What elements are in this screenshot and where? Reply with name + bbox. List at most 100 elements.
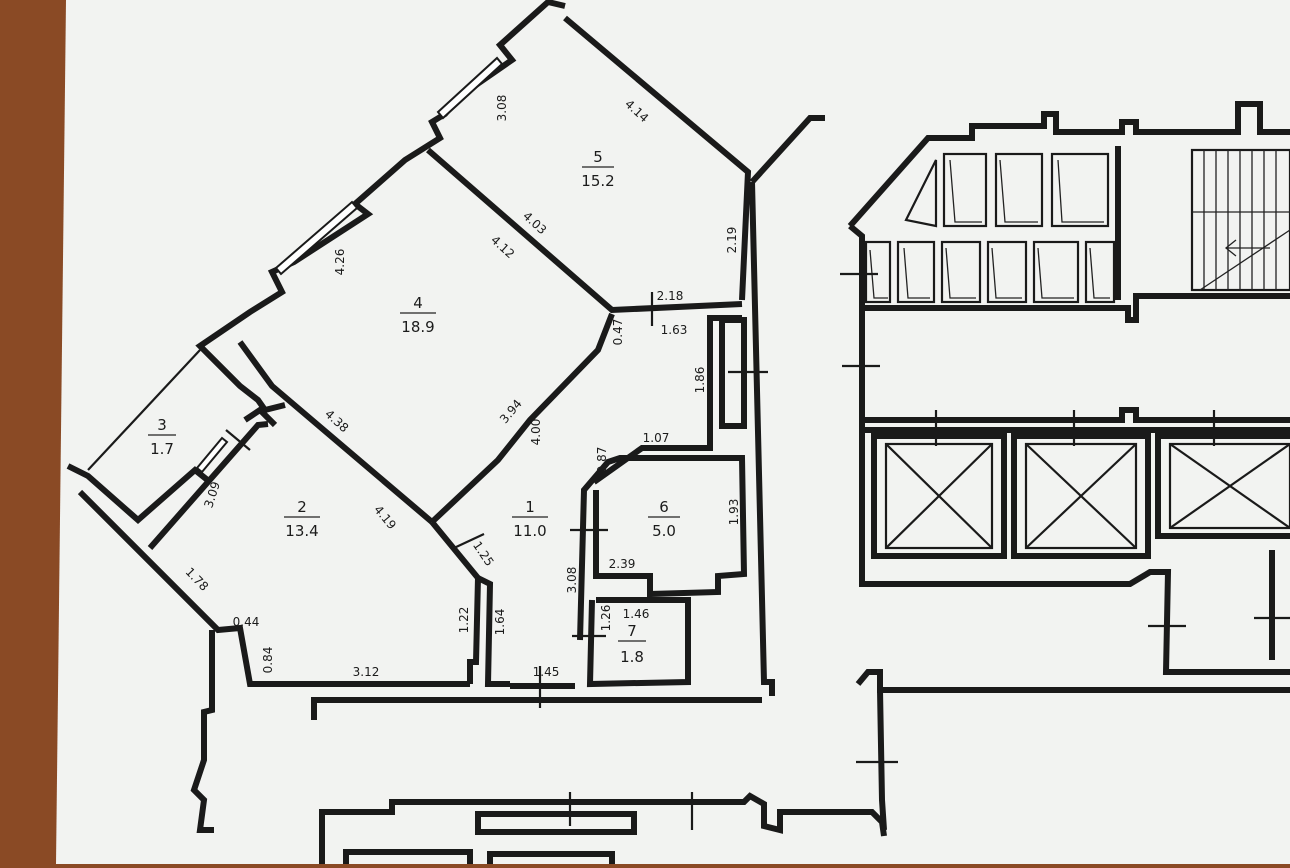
lower-block-b bbox=[343, 849, 473, 864]
room-area: 13.4 bbox=[285, 522, 318, 540]
room-number: 5 bbox=[593, 148, 603, 166]
room2-right-wall bbox=[429, 520, 482, 684]
room-area: 1.8 bbox=[620, 648, 644, 666]
dimension-label: 1.46 bbox=[623, 607, 650, 621]
dimension-label: 1.63 bbox=[661, 323, 688, 337]
door-tick bbox=[225, 429, 251, 451]
dimension-label: 1.22 bbox=[457, 607, 471, 634]
lower-corridor-top bbox=[311, 697, 762, 720]
facade-wall bbox=[195, 0, 566, 414]
window-room3 bbox=[195, 436, 229, 474]
hall-right-wall bbox=[749, 181, 775, 696]
elevator-shaft bbox=[1011, 433, 1151, 559]
wall-4-2 bbox=[237, 340, 434, 525]
door-swing bbox=[1037, 247, 1074, 299]
building-core bbox=[840, 101, 1290, 831]
room2-top-wall bbox=[147, 421, 269, 550]
storage-cell bbox=[864, 240, 892, 304]
door-tick bbox=[453, 533, 485, 549]
room3-inner-wall bbox=[243, 406, 278, 428]
elevator-shaft bbox=[871, 433, 1007, 559]
door-swing bbox=[945, 247, 976, 299]
core-lower-left bbox=[877, 689, 887, 831]
room-area: 18.9 bbox=[401, 318, 434, 336]
room-number: 7 bbox=[627, 622, 637, 640]
room-3-label: 3 1.7 bbox=[148, 416, 176, 458]
door-swing bbox=[991, 247, 1022, 299]
room-number: 3 bbox=[157, 416, 167, 434]
storage-cell bbox=[904, 159, 938, 228]
core-lower-corridor bbox=[855, 669, 1290, 693]
room-2-label: 2 13.4 bbox=[284, 498, 320, 540]
storage-cell bbox=[1084, 240, 1116, 304]
dimension-label: 0.84 bbox=[261, 647, 275, 674]
core-row2-bottom bbox=[862, 407, 1290, 423]
dimension-label: 1.86 bbox=[693, 367, 707, 394]
storage-cell bbox=[1050, 152, 1110, 228]
room-area: 5.0 bbox=[652, 522, 676, 540]
wall-4-1 bbox=[429, 312, 615, 525]
elevator-shaft bbox=[1155, 433, 1290, 539]
room3-wall bbox=[66, 463, 212, 524]
dimension-label: 4.26 bbox=[333, 249, 347, 276]
wall-4-5 bbox=[426, 147, 743, 314]
dimension-label: 0.87 bbox=[595, 447, 609, 474]
dimension-label: 4.00 bbox=[529, 419, 543, 446]
storage-cell bbox=[896, 240, 936, 304]
room-4-label: 4 18.9 bbox=[400, 294, 436, 336]
dimension-label: 1.26 bbox=[599, 605, 613, 632]
room-area: 15.2 bbox=[581, 172, 614, 190]
room-number: 2 bbox=[297, 498, 307, 516]
apartment-walls bbox=[66, 0, 898, 864]
room-labels: 5 15.2 4 18.9 3 1.7 2 13.4 1 11.0 6 5.0 bbox=[148, 148, 680, 666]
room-5-label: 5 15.2 bbox=[581, 148, 614, 190]
lower-block bbox=[475, 811, 637, 835]
door-swing bbox=[1057, 159, 1104, 223]
dimension-label: 1.64 bbox=[493, 609, 507, 636]
dimension-label: 2.19 bbox=[725, 227, 739, 254]
room-1-label: 1 11.0 bbox=[512, 498, 548, 540]
core-row1-bottom bbox=[862, 293, 1290, 323]
room-number: 1 bbox=[525, 498, 535, 516]
dimension-label: 1.45 bbox=[533, 665, 560, 679]
room1-left-wall bbox=[476, 575, 510, 687]
door-swing bbox=[949, 159, 982, 223]
lower-corridor-bottom bbox=[319, 792, 887, 864]
room-number: 6 bbox=[659, 498, 669, 516]
dimension-label: 1.93 bbox=[727, 499, 741, 526]
room3-balcony-edge bbox=[87, 349, 201, 471]
room6-wall bbox=[577, 455, 748, 641]
dimension-label: 2.18 bbox=[657, 289, 684, 303]
corridor-wall bbox=[749, 115, 825, 185]
door-swing bbox=[903, 247, 930, 299]
stair-well bbox=[1190, 148, 1290, 292]
core-outer-wall bbox=[847, 101, 1290, 228]
storage-cell bbox=[940, 240, 982, 304]
lower-block-c bbox=[487, 851, 615, 864]
room7-wall bbox=[586, 597, 691, 688]
room-area: 11.0 bbox=[513, 522, 546, 540]
storage-cell bbox=[986, 240, 1028, 304]
stair-treads bbox=[1192, 150, 1290, 291]
room-number: 4 bbox=[413, 294, 423, 312]
storage-cell bbox=[942, 152, 988, 228]
door-swing bbox=[869, 249, 888, 299]
dimension-label: 1.07 bbox=[643, 431, 670, 445]
dimension-label: 3.08 bbox=[495, 95, 509, 122]
dimension-label: 0.47 bbox=[611, 319, 625, 346]
room5-right-wall bbox=[563, 15, 752, 301]
window-room4 bbox=[274, 200, 359, 276]
room-6-label: 6 5.0 bbox=[648, 498, 680, 540]
storage-cell bbox=[1032, 240, 1080, 304]
door-swing bbox=[999, 159, 1038, 223]
dimension-label: 3.12 bbox=[353, 665, 380, 679]
window-room5 bbox=[436, 56, 504, 120]
dimension-label: 2.39 bbox=[609, 557, 636, 571]
lower-corridor-wall bbox=[190, 630, 215, 833]
room2-left-wall bbox=[77, 489, 470, 687]
door-swing bbox=[1089, 247, 1110, 299]
storage-cell bbox=[994, 152, 1044, 228]
dimension-label: 0.44 bbox=[233, 615, 260, 629]
